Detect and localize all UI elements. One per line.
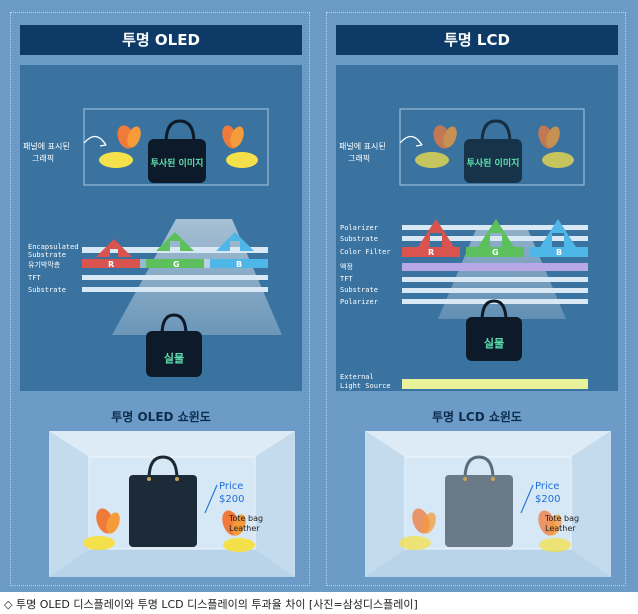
green-arrow-icon bbox=[156, 232, 194, 251]
layer-label: Substrate bbox=[340, 235, 378, 243]
layer-tft bbox=[82, 275, 268, 280]
layer-substrate bbox=[82, 287, 268, 292]
layer-label: Encapsulated bbox=[28, 243, 79, 251]
lcd-diagram: 패널에 표시된 그래픽 투사된 이미지 bbox=[339, 108, 588, 390]
layer-label: 액정 bbox=[340, 262, 353, 271]
real-bag-icon bbox=[466, 299, 522, 361]
layer-label: Polarizer bbox=[340, 298, 378, 306]
tote-bag-icon bbox=[129, 475, 197, 547]
panel-label-line1: 패널에 표시된 bbox=[339, 141, 386, 151]
oled-showcase-title: 투명 OLED 쇼윈도 bbox=[111, 410, 211, 424]
filter-b bbox=[530, 247, 588, 257]
subpixel-g bbox=[146, 259, 204, 268]
panel-label-line2: 그래픽 bbox=[32, 153, 54, 163]
lcd-column: 투명 LCD 패널에 표시된 그래픽 bbox=[326, 12, 626, 586]
real-object-label: 실물 bbox=[484, 336, 504, 350]
tote-bag-icon bbox=[445, 475, 513, 547]
layer-label: TFT bbox=[340, 275, 353, 283]
product-line1: Tote bag bbox=[544, 514, 579, 523]
projected-bag-icon bbox=[464, 119, 522, 183]
lcd-diagram-panel: 패널에 표시된 그래픽 투사된 이미지 bbox=[336, 65, 618, 391]
lcd-title: 투명 LCD bbox=[336, 25, 618, 55]
blue-arrow-icon bbox=[540, 219, 576, 247]
oled-showcase: Price $200 Tote bag Leather bbox=[49, 431, 295, 577]
red-arrow-icon bbox=[418, 219, 454, 247]
layer-liquid-crystal bbox=[402, 263, 588, 271]
real-object-label: 실물 bbox=[164, 351, 184, 365]
layer-label: Substrate bbox=[28, 286, 66, 294]
screen-frame bbox=[83, 108, 269, 186]
product-line2: Leather bbox=[229, 524, 260, 533]
label-r: R bbox=[108, 260, 114, 269]
label-g: G bbox=[173, 260, 180, 269]
layer-label: 유기박막층 bbox=[28, 260, 61, 269]
layer-substrate bbox=[402, 236, 588, 241]
light-source-label: External bbox=[340, 373, 374, 381]
label-b: B bbox=[236, 260, 242, 269]
filter-g bbox=[466, 247, 524, 257]
layer-label: Substrate bbox=[340, 286, 378, 294]
layer-label: Color Filter bbox=[340, 248, 391, 256]
price-label: Price bbox=[219, 481, 243, 492]
product-line2: Leather bbox=[545, 524, 576, 533]
product-line1: Tote bag bbox=[228, 514, 263, 523]
external-light-source bbox=[402, 379, 588, 389]
panel-label-line2: 그래픽 bbox=[348, 153, 370, 163]
label-r: R bbox=[428, 248, 434, 257]
subpixel-r bbox=[82, 259, 140, 268]
layer-substrate bbox=[402, 288, 588, 293]
price-label: Price bbox=[535, 481, 559, 492]
layer-label: Substrate bbox=[28, 251, 66, 259]
flower-graphic-icon bbox=[222, 125, 258, 168]
label-b: B bbox=[556, 248, 562, 257]
figure-caption: ◇ 투명 OLED 디스플레이와 투명 LCD 디스플레이의 투과율 차이 [사… bbox=[4, 598, 418, 611]
real-bag-icon bbox=[146, 313, 202, 377]
light-source-label: Light Source bbox=[340, 382, 391, 390]
oled-diagram-panel: 패널에 표시된 그래픽 투사된 이미지 bbox=[20, 65, 302, 391]
projected-bag-icon bbox=[148, 119, 206, 183]
flower-graphic-icon bbox=[99, 125, 141, 168]
lcd-showcase-title: 투명 LCD 쇼윈도 bbox=[432, 410, 522, 424]
oled-title: 투명 OLED bbox=[20, 25, 302, 55]
panel-label-line1: 패널에 표시된 bbox=[23, 141, 70, 151]
price-value: $200 bbox=[219, 494, 244, 505]
blue-arrow-icon bbox=[216, 232, 254, 251]
oled-column: 투명 OLED 패널에 표시된 그래픽 bbox=[10, 12, 310, 586]
lcd-showcase: Price $200 Tote bag Leather bbox=[365, 431, 611, 577]
projected-image-label: 투사된 이미지 bbox=[467, 157, 520, 169]
oled-diagram: 패널에 표시된 그래픽 투사된 이미지 bbox=[23, 108, 282, 377]
layer-label: TFT bbox=[28, 274, 41, 282]
layer-label: Polarizer bbox=[340, 224, 378, 232]
flower-graphic-icon bbox=[538, 125, 574, 168]
layer-encapsulated-substrate bbox=[82, 247, 268, 253]
green-arrow-icon bbox=[478, 219, 514, 247]
subpixel-b bbox=[210, 259, 268, 268]
red-arrow-icon bbox=[96, 239, 132, 257]
price-value: $200 bbox=[535, 494, 560, 505]
label-g: G bbox=[492, 248, 499, 257]
flower-graphic-icon bbox=[415, 125, 457, 168]
infographic: 투명 OLED 패널에 표시된 그래픽 bbox=[0, 0, 638, 592]
layer-tft bbox=[402, 277, 588, 282]
filter-r bbox=[402, 247, 460, 257]
projected-image-label: 투사된 이미지 bbox=[151, 157, 204, 169]
